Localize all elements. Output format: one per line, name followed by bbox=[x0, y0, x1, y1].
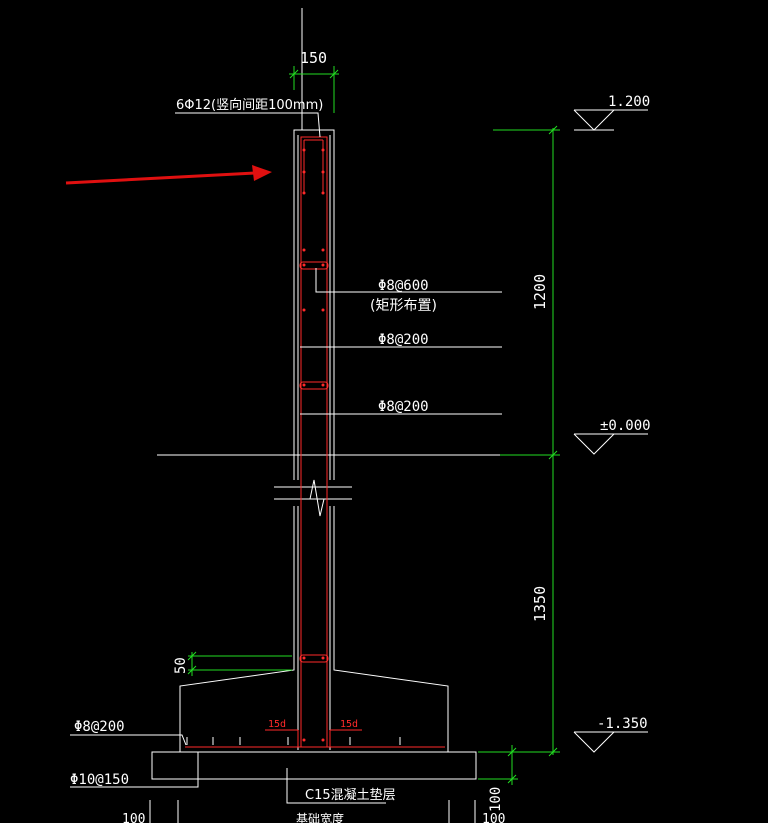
top-width-dimension: 150 bbox=[300, 49, 327, 67]
stirrup-label-2: Φ8@200 bbox=[378, 332, 429, 348]
level-top-label: 1.200 bbox=[608, 94, 650, 110]
rebar-layer bbox=[185, 136, 445, 748]
cushion-layer-label: C15混凝土垫层 bbox=[305, 787, 396, 803]
level-marker-top bbox=[573, 109, 648, 131]
level-ground-label: ±0.000 bbox=[600, 418, 651, 434]
break-symbol bbox=[274, 479, 352, 517]
dimension-lines bbox=[187, 66, 560, 785]
footing-rebar-label: Φ8@200 bbox=[74, 719, 125, 735]
bottom-cut-label: 基础宽度 bbox=[296, 811, 344, 823]
level-marker-bottom bbox=[573, 731, 648, 753]
bottom-rebar-ticks bbox=[186, 737, 401, 745]
leader-lines bbox=[70, 112, 502, 823]
concrete-outline bbox=[151, 8, 520, 804]
haunch-dimension: 50 bbox=[173, 657, 189, 674]
level-marker-ground bbox=[573, 433, 648, 455]
vertical-rebar-callout: 6Φ12(竖向间距100mm) bbox=[176, 97, 323, 113]
lower-height-dimension: 1350 bbox=[531, 586, 549, 622]
upper-height-dimension: 1200 bbox=[531, 274, 549, 310]
cushion-dimension: 100 bbox=[488, 787, 504, 812]
anchor-length-right: 15d bbox=[340, 719, 358, 730]
red-arrow-icon bbox=[65, 165, 272, 185]
rebar-dots bbox=[302, 148, 325, 742]
stirrup-label-3: Φ8@200 bbox=[378, 399, 429, 415]
bottom-rebar-label: Φ10@150 bbox=[70, 772, 129, 788]
anchor-length-left: 15d bbox=[268, 719, 286, 730]
stirrup-label-1: Φ8@600 bbox=[378, 278, 429, 294]
right-edge-dimension: 100 bbox=[482, 812, 505, 823]
left-edge-dimension: 100 bbox=[122, 812, 145, 823]
level-bottom-label: -1.350 bbox=[597, 716, 648, 732]
stirrup-label-1-note: (矩形布置) bbox=[370, 298, 437, 314]
